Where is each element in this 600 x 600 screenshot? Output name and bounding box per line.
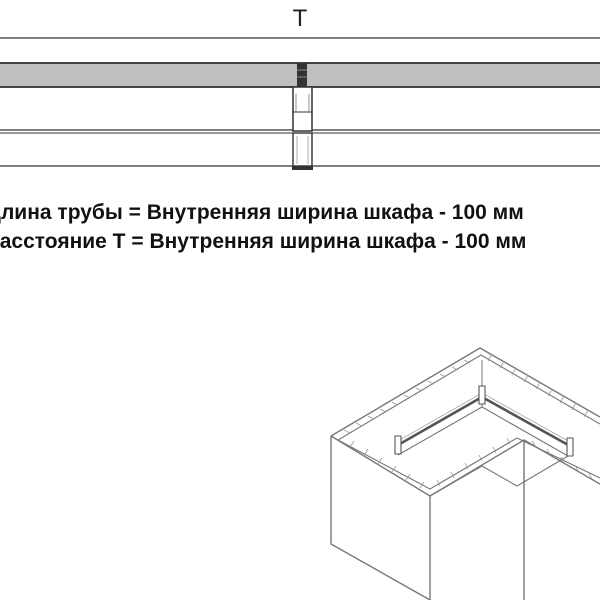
mounting-screw: [297, 63, 307, 87]
hanging-rod-left: [397, 395, 483, 447]
corner-cabinet-isometric: [330, 347, 600, 600]
dimension-label-t: T: [293, 5, 308, 32]
caption-distance-t: Расстояние T = Внутренняя ширина шкафа -…: [0, 230, 527, 253]
hanging-rod-right: [481, 395, 571, 448]
hanging-rods: [394, 385, 574, 457]
caption-pipe-length: Длина трубы = Внутренняя ширина шкафа - …: [0, 201, 524, 224]
cabinet-inner-floor: [397, 406, 569, 497]
rod-holder-left: [394, 435, 402, 455]
bracket-base: [292, 132, 313, 167]
rod-holder-right: [566, 437, 574, 457]
pipe-holder-bracket: [292, 63, 313, 170]
bracket-foot: [292, 166, 313, 170]
bracket-body: [292, 86, 313, 132]
cabinet-left-wall: [330, 436, 431, 600]
cabinet-rim-inner-back: [337, 354, 600, 441]
cabinet-rim-inner-front: [337, 437, 600, 490]
cabinet-rim-outer-back: [330, 347, 600, 437]
pipe-elevation-drawing: T: [0, 5, 600, 170]
rod-holder-center: [478, 385, 486, 405]
cabinet-rim-outer-front: [330, 435, 600, 497]
